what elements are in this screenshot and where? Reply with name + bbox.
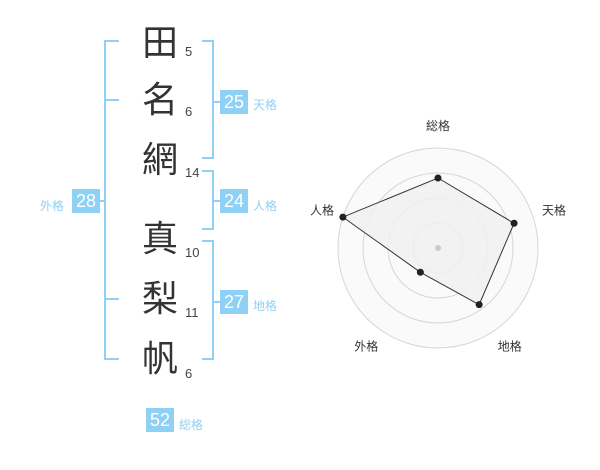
radar-axis-label-3: 地格 [498,339,522,354]
stroke-count-5: 11 [185,305,199,320]
chikaku-bracket [212,240,214,360]
stroke-count-6: 6 [185,366,193,381]
jinkaku-badge: 24 [220,189,248,213]
jinkaku-bracket-tick [202,228,214,230]
tenkaku-bracket [212,40,214,159]
tenkaku-bracket-tick [212,101,220,103]
radar-point-4 [416,268,424,276]
name-char-5: 梨 [141,279,178,320]
radar-point-3 [475,301,483,309]
radar-polygon [341,177,515,306]
gaikaku-bracket-tick [98,200,106,202]
radar-point-2 [510,219,518,227]
name-char-2: 名 [141,80,178,121]
stroke-count-4: 10 [185,245,200,260]
radar-axis-label-4: 外格 [354,339,378,354]
radar-center [435,245,441,251]
gaikaku-bracket-tick [104,40,119,42]
chikaku-badge: 27 [220,290,248,314]
radar-axis-label-2: 天格 [542,202,566,217]
radar-point-1 [434,174,442,182]
gaikaku-label: 外格 [40,199,65,213]
gaikaku-bracket-tick [104,298,119,300]
name-char-3: 網 [141,140,178,181]
name-char-1: 田 [141,23,178,64]
stroke-count-1: 5 [185,44,193,59]
stroke-count-2: 6 [185,104,193,119]
tenkaku-bracket-tick [202,40,214,42]
gaikaku-bracket-tick [104,358,119,360]
radar-point-5 [339,213,347,221]
soukaku-badge: 52 [146,408,174,432]
radar-axis-label-5: 人格 [310,202,334,217]
radar-ring [362,172,514,324]
soukaku-label: 総格 [179,418,204,432]
tenkaku-label: 天格 [253,98,278,112]
tenkaku-bracket-tick [202,157,214,159]
gaikaku-bracket-tick [104,99,119,101]
name-char-6: 帆 [141,339,178,380]
name-char-4: 真 [141,219,178,260]
jinkaku-bracket-tick [202,170,214,172]
gaikaku-badge: 28 [72,189,100,213]
jinkaku-bracket-tick [212,200,220,202]
chikaku-bracket-tick [202,358,214,360]
radar-axis-label-1: 総格 [426,118,450,133]
tenkaku-badge: 25 [220,90,248,114]
chikaku-label: 地格 [253,299,278,313]
chikaku-bracket-tick [212,301,220,303]
chikaku-bracket-tick [202,240,214,242]
jinkaku-label: 人格 [253,199,278,213]
stroke-count-3: 14 [185,165,200,180]
